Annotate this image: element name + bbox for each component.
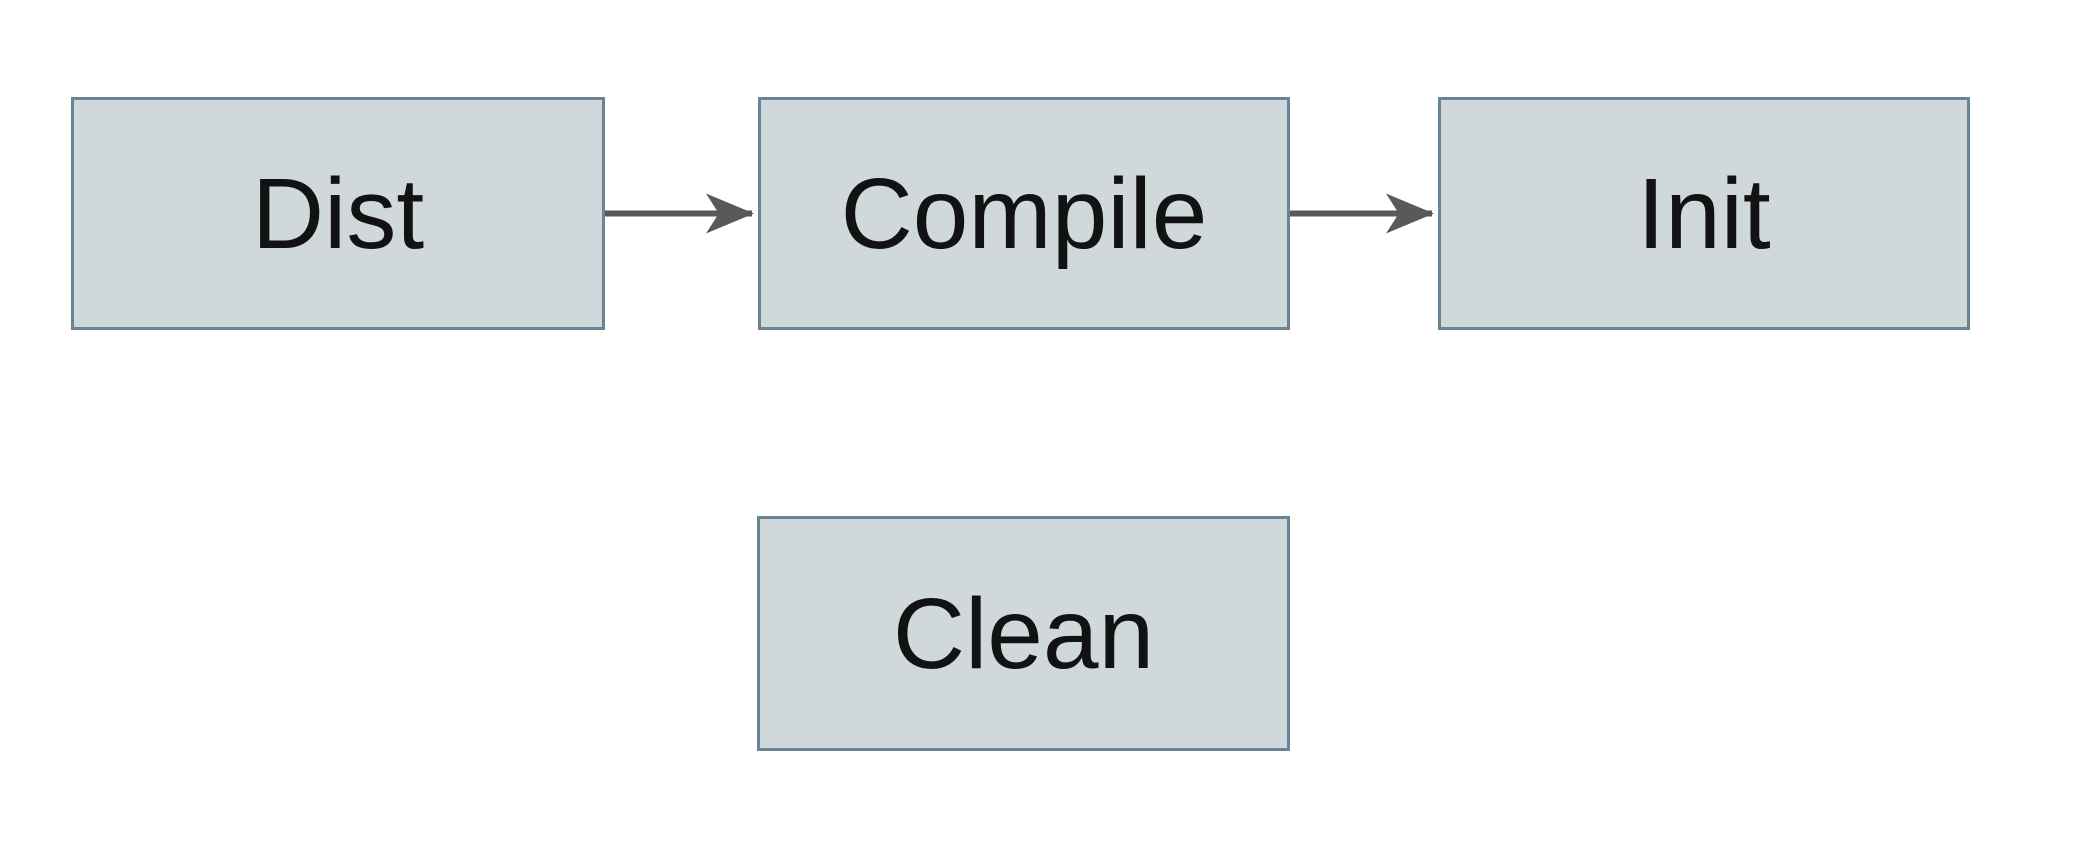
node-compile-label: Compile [840, 157, 1208, 270]
node-clean-label: Clean [892, 577, 1155, 690]
node-init-label: Init [1637, 157, 1771, 270]
node-clean[interactable]: Clean [757, 516, 1290, 751]
node-dist-label: Dist [251, 157, 425, 270]
node-compile[interactable]: Compile [758, 97, 1290, 330]
node-dist[interactable]: Dist [71, 97, 605, 330]
node-init[interactable]: Init [1438, 97, 1970, 330]
